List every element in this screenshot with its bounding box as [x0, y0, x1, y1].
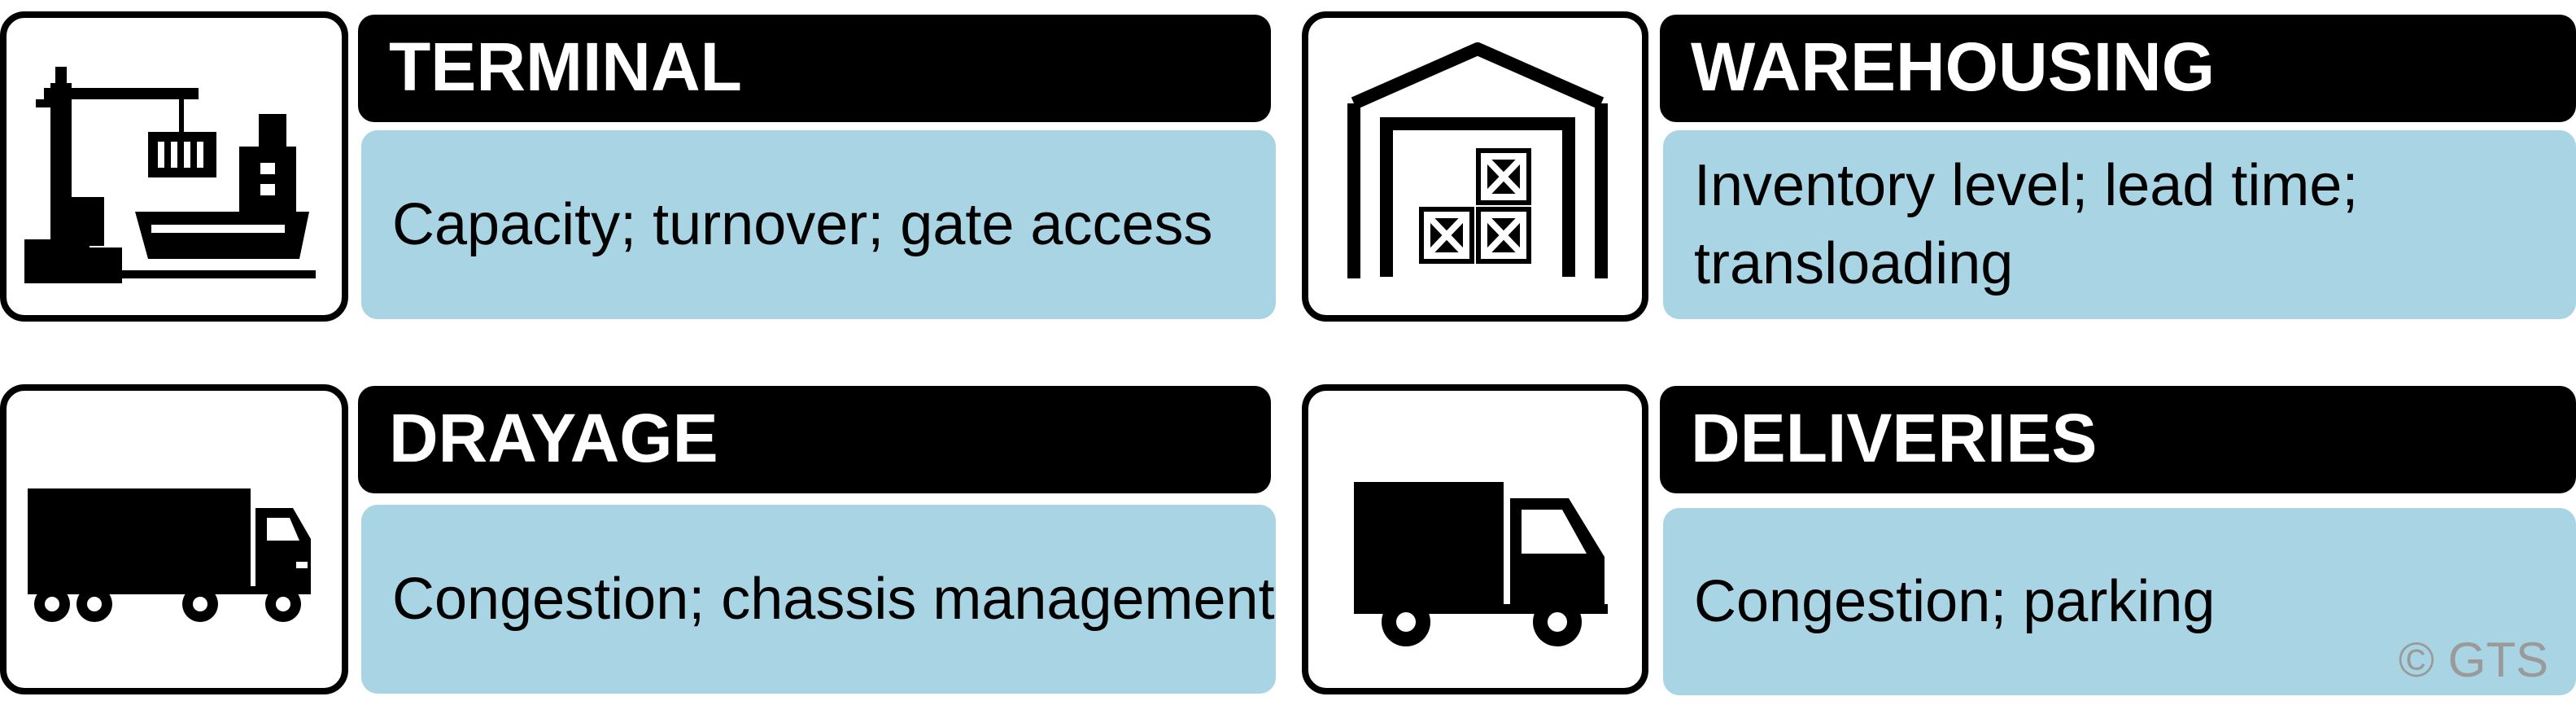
- copyright-notice: © GTS: [2398, 633, 2548, 687]
- panel-description-text: Inventory level; lead time; transloading: [1694, 153, 2359, 296]
- panel-description: Congestion; chassis management: [361, 505, 1276, 694]
- port-crane-ship-icon: [24, 67, 316, 283]
- panel-description-text: Capacity; turnover; gate access: [392, 192, 1213, 257]
- deliveries-icon-box: [1302, 384, 1648, 694]
- warehousing-icon-box: [1302, 11, 1648, 322]
- panel-description-text: Congestion; chassis management: [392, 567, 1275, 632]
- panel-description: Capacity; turnover; gate access: [361, 130, 1276, 319]
- panel-title: WAREHOUSING: [1660, 15, 2576, 122]
- panel-title: TERMINAL: [358, 15, 1271, 122]
- panel-description: Inventory level; lead time; transloading: [1663, 130, 2576, 319]
- tractor-trailer-icon: [28, 488, 311, 622]
- panel-title: DELIVERIES: [1660, 386, 2576, 493]
- panel-description: Congestion; parking: [1663, 508, 2576, 695]
- delivery-truck-icon: [1354, 482, 1608, 646]
- panel-title: DRAYAGE: [358, 386, 1271, 493]
- drayage-icon-box: [0, 384, 348, 694]
- panel-description-text: Congestion; parking: [1694, 569, 2216, 634]
- warehouse-icon: [1347, 42, 1608, 278]
- terminal-icon-box: [0, 11, 348, 322]
